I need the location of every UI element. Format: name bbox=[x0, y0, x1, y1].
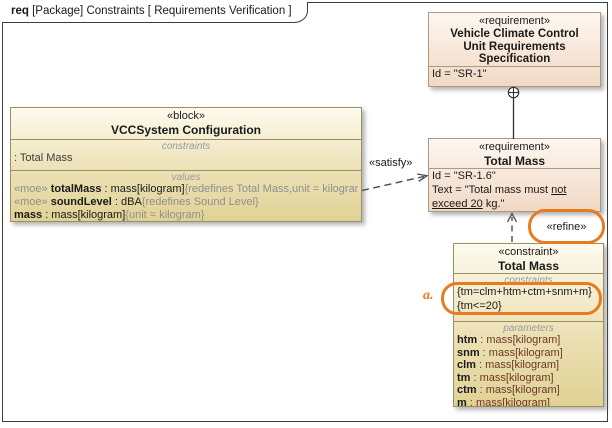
value-property: «moe» totalMass : mass[kilogram]{redefin… bbox=[14, 183, 358, 195]
refine-highlight-oval: «refine» bbox=[528, 209, 605, 244]
requirement-total-mass[interactable]: «requirement» Total Mass Id = "SR-1.6" T… bbox=[428, 138, 601, 212]
requirement-stereotype: «requirement» bbox=[479, 15, 550, 27]
block-constraints-compartment: constraints : Total Mass bbox=[11, 139, 361, 170]
block-values-compartment: values «moe» totalMass : mass[kilogram]{… bbox=[11, 170, 361, 221]
block-header: «block» VCCSystem Configuration bbox=[11, 108, 361, 139]
requirement-vccu-spec[interactable]: «requirement» Vehicle Climate Control Un… bbox=[428, 12, 601, 87]
constraint-property: : Total Mass bbox=[14, 152, 73, 164]
requirement-header: «requirement» Total Mass bbox=[429, 139, 600, 168]
requirement-body-compartment: Id = "SR-1.6" Text = "Total mass must no… bbox=[429, 168, 600, 211]
requirement-name: Total Mass bbox=[483, 154, 546, 168]
constraint-block-total-mass[interactable]: «constraint» Total Mass constraints {tm=… bbox=[453, 243, 604, 407]
constraint-parameters-compartment: parameters htm : mass[kilogram] snm : ma… bbox=[454, 321, 603, 406]
requirement-name: Vehicle Climate Control bbox=[450, 28, 579, 40]
constraints-compartment-label: constraints bbox=[161, 141, 211, 152]
parameter: snm : mass[kilogram] bbox=[457, 346, 563, 359]
constraint-expression: {tm<=20} bbox=[457, 299, 502, 312]
parameter: clm : mass[kilogram] bbox=[457, 359, 560, 372]
values-compartment-label: values bbox=[171, 172, 201, 183]
constraint-name: Total Mass bbox=[497, 259, 560, 273]
diagram-kind-label: req bbox=[11, 5, 29, 17]
constraint-stereotype: «constraint» bbox=[498, 246, 559, 258]
block-name: VCCSystem Configuration bbox=[110, 123, 261, 137]
requirement-stereotype: «requirement» bbox=[479, 141, 550, 153]
diagram-title: [Package] Constraints [ Requirements Ver… bbox=[28, 5, 292, 17]
block-stereotype: «block» bbox=[167, 110, 205, 122]
requirement-id: Id = "SR-1" bbox=[432, 68, 487, 80]
block-vccsystem-configuration[interactable]: «block» VCCSystem Configuration constrai… bbox=[10, 107, 362, 222]
refine-connector-label[interactable]: «refine» bbox=[546, 220, 587, 233]
requirement-id-compartment: Id = "SR-1" bbox=[429, 66, 600, 86]
constraints-compartment-label: constraints bbox=[504, 275, 553, 286]
value-property: mass : mass[kilogram]{unit = kilogram} bbox=[14, 209, 205, 221]
parameter: ctm : mass[kilogram] bbox=[457, 384, 560, 397]
diagram-name-tab: req [Package] Constraints [ Requirements… bbox=[2, 2, 308, 23]
requirement-header: «requirement» Vehicle Climate Control Un… bbox=[429, 13, 600, 66]
constraints-highlight-oval bbox=[441, 282, 602, 315]
constraint-constraints-compartment: constraints {tm=clm+htm+ctm+snm+m} {tm<=… bbox=[454, 273, 603, 321]
parameter: m : mass[kilogram] bbox=[457, 396, 550, 406]
parameter: htm : mass[kilogram] bbox=[457, 334, 561, 346]
constraint-expression: {tm=clm+htm+ctm+snm+m} bbox=[457, 286, 592, 298]
satisfy-connector-label[interactable]: «satisfy» bbox=[369, 157, 413, 169]
requirement-name: Specification bbox=[478, 53, 551, 65]
annotation-marker-a: a. bbox=[423, 288, 434, 303]
parameters-compartment-label: parameters bbox=[503, 323, 554, 334]
parameter: tm : mass[kilogram] bbox=[457, 371, 554, 384]
requirement-id: Id = "SR-1.6" bbox=[432, 170, 496, 182]
requirement-name: Unit Requirements bbox=[463, 40, 566, 53]
requirement-text: exceed 20 kg." bbox=[432, 197, 505, 210]
requirement-text: Text = "Total mass must not bbox=[432, 183, 567, 196]
constraint-header: «constraint» Total Mass bbox=[454, 244, 603, 273]
value-property: «moe» soundLevel : dBA{redefines Sound L… bbox=[14, 196, 259, 208]
